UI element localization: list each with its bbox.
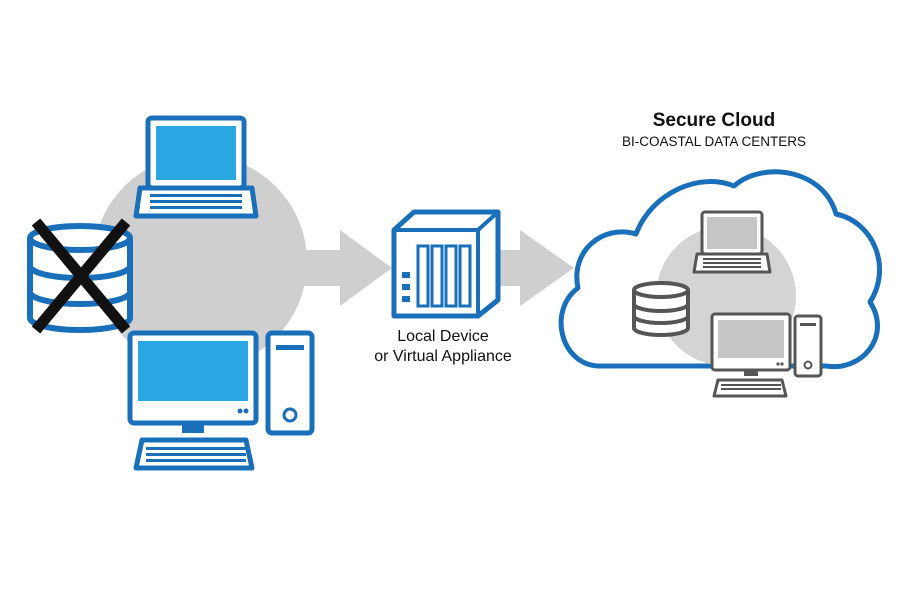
desktop-computer-icon xyxy=(710,312,823,398)
arrow-right-icon xyxy=(262,230,392,306)
arrow-right-icon xyxy=(498,230,574,306)
cross-mark-icon xyxy=(31,218,131,334)
laptop-icon xyxy=(133,115,259,219)
database-icon xyxy=(632,281,690,337)
cloud-subtitle: BI-COASTAL DATA CENTERS xyxy=(621,134,807,149)
nas-appliance-icon xyxy=(391,209,501,319)
appliance-label-line2: or Virtual Appliance xyxy=(374,348,512,365)
appliance-label-line1: Local Device xyxy=(397,328,489,345)
cloud-title: Secure Cloud xyxy=(652,110,776,131)
desktop-computer-icon xyxy=(127,330,315,471)
laptop-icon xyxy=(692,210,772,274)
